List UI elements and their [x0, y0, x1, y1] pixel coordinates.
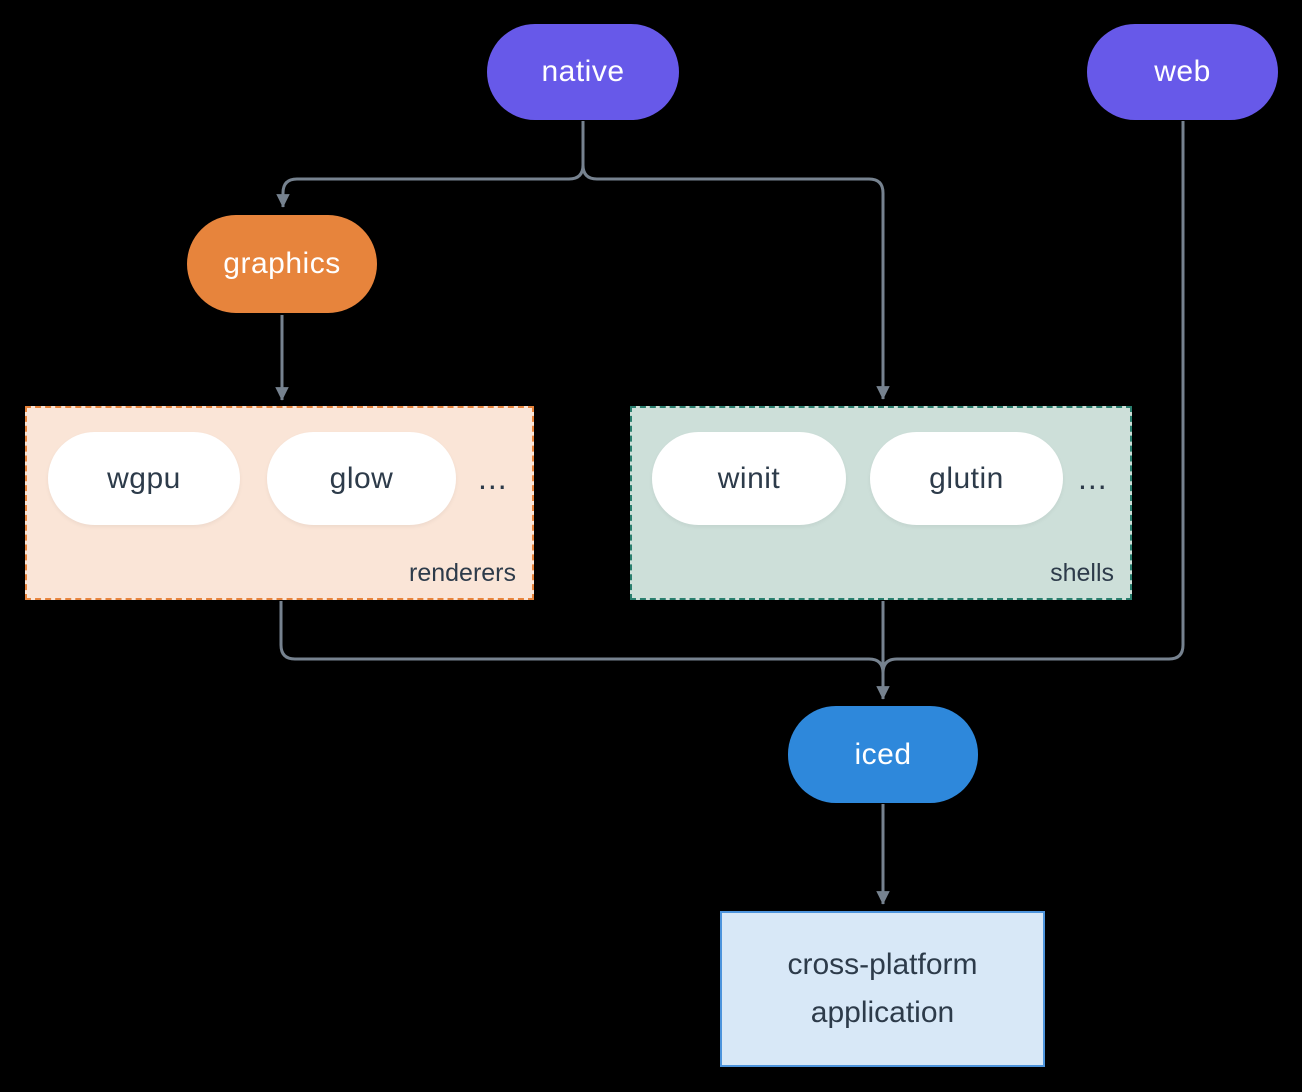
connector-renderers-to-junction — [279, 601, 885, 676]
node-wgpu: wgpu — [48, 432, 240, 525]
shells-ellipsis: ... — [1078, 460, 1108, 496]
group-renderers: wgpu glow ... renderers — [25, 406, 534, 600]
group-label-shells: shells — [1050, 559, 1114, 587]
node-iced: iced — [788, 706, 978, 803]
application-label-line2: application — [810, 996, 955, 1029]
group-shells: winit glutin ... shells — [630, 406, 1132, 600]
node-glutin: glutin — [870, 432, 1063, 525]
application-label-line1: cross-platform — [787, 948, 978, 981]
renderers-ellipsis: ... — [478, 460, 508, 496]
connector-native-to-graphics — [276, 121, 585, 208]
node-glow: glow — [267, 432, 456, 525]
connector-native-to-shells — [581, 121, 890, 400]
node-graphics: graphics — [187, 215, 377, 313]
node-cross-platform-application: cross-platform application — [720, 911, 1045, 1067]
node-web: web — [1087, 24, 1278, 120]
node-native: native — [487, 24, 679, 120]
group-label-renderers: renderers — [409, 559, 516, 587]
node-winit: winit — [652, 432, 846, 525]
